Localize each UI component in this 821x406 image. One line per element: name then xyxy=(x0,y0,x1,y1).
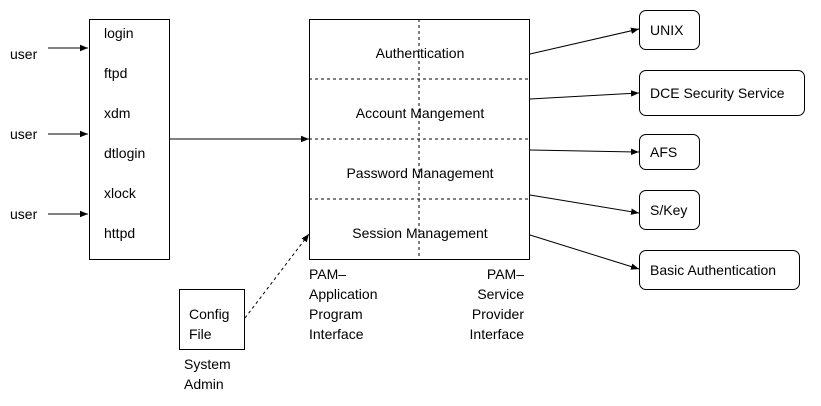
user-label-2: user xyxy=(10,126,38,142)
service-basic-authentication: Basic Authentication xyxy=(639,250,800,290)
pam-module-session-management: Session Management xyxy=(352,225,488,241)
system-admin-line-1: System xyxy=(184,356,231,372)
program-login: login xyxy=(104,25,134,41)
pam-grid-lines xyxy=(309,19,530,260)
pam-to-basic-auth-arrow xyxy=(529,234,640,270)
pam-to-unix-arrow xyxy=(529,27,640,55)
config-file-box: Config File xyxy=(179,289,245,350)
program-ftpd: ftpd xyxy=(104,65,128,81)
program-xlock: xlock xyxy=(104,185,136,201)
pam-module-password-management: Password Management xyxy=(346,165,494,181)
pam-module-account-management: Account Mangement xyxy=(355,105,485,121)
pam-to-skey-arrow xyxy=(529,194,640,215)
system-admin-label: System Admin xyxy=(184,354,231,394)
pam-spi-line-3: Provider xyxy=(471,306,524,322)
config-file-line-1: Config xyxy=(189,306,230,322)
service-skey: S/Key xyxy=(639,190,700,230)
service-unix-label: UNIX xyxy=(650,22,684,38)
pam-api-line-1: PAM– xyxy=(309,266,347,282)
pam-to-dce-arrow xyxy=(529,90,640,100)
pam-api-line-2: Application xyxy=(309,286,378,302)
pam-spi-line-1: PAM– xyxy=(486,266,524,282)
user-label-1: user xyxy=(10,46,38,62)
config-to-pam-arrow xyxy=(244,233,310,319)
service-afs-label: AFS xyxy=(650,144,678,160)
config-file-label: Config File xyxy=(189,304,229,344)
system-admin-line-2: Admin xyxy=(184,376,224,392)
service-unix: UNIX xyxy=(639,10,700,50)
pam-api-label: PAM– Application Program Interface xyxy=(309,264,378,344)
user-label-3: user xyxy=(10,206,38,222)
service-skey-label: S/Key xyxy=(650,202,688,218)
service-dce-security-label: DCE Security Service xyxy=(650,85,785,101)
applications-box: login ftpd xdm dtlogin xlock httpd xyxy=(89,19,170,260)
service-basic-authentication-label: Basic Authentication xyxy=(650,262,777,278)
pam-spi-line-4: Interface xyxy=(469,326,524,342)
pam-api-line-4: Interface xyxy=(309,326,364,342)
pam-api-line-3: Program xyxy=(309,306,363,322)
pam-spi-line-2: Service xyxy=(477,286,524,302)
program-httpd: httpd xyxy=(104,225,136,241)
program-xdm: xdm xyxy=(104,105,131,121)
service-dce-security: DCE Security Service xyxy=(639,70,805,116)
pam-to-afs-arrow xyxy=(529,148,640,156)
config-file-line-2: File xyxy=(189,326,212,342)
pam-box: Authentication Account Mangement Passwor… xyxy=(309,19,530,260)
program-dtlogin: dtlogin xyxy=(104,145,146,161)
pam-module-authentication: Authentication xyxy=(375,45,465,61)
service-afs: AFS xyxy=(639,134,700,170)
pam-spi-label: PAM– Service Provider Interface xyxy=(470,264,524,344)
